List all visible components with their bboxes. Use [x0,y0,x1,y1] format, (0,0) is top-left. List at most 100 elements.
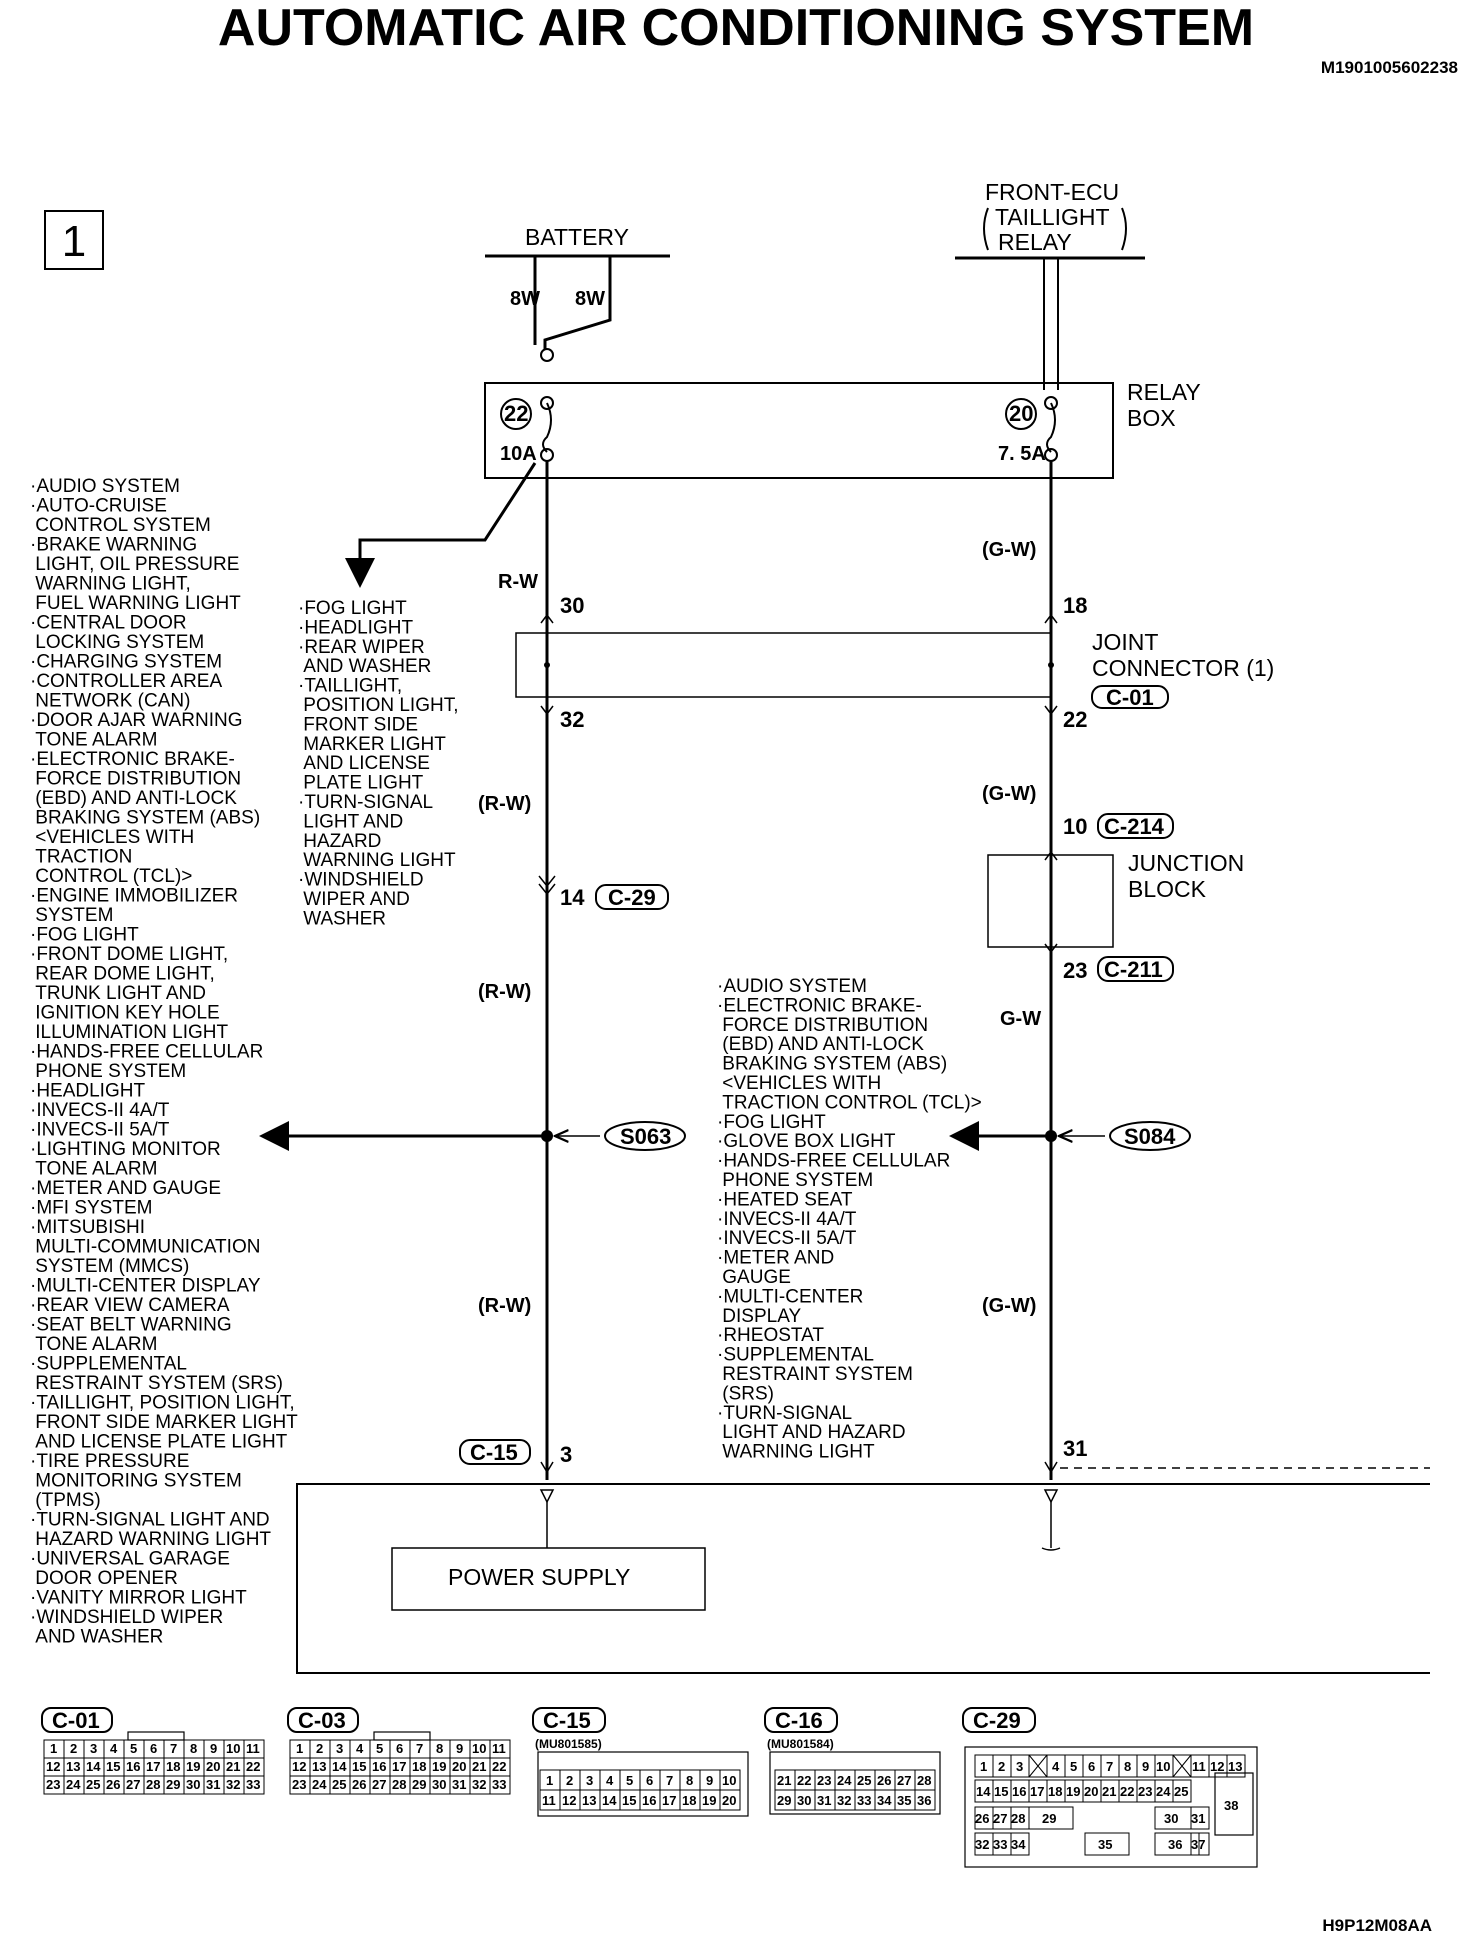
mid_list-line: ·GLOVE BOX LIGHT [717,1131,896,1152]
wire-rw-label-2: (R-W) [478,793,531,815]
connector-pin-number: 7 [416,1741,423,1756]
mid_list-line: ·RHEOSTAT [717,1325,824,1346]
connector-pin-cell [1010,1832,1030,1856]
s084-branch-list: ·AUDIO SYSTEM·ELECTRONIC BRAKE- FORCE DI… [717,976,982,1463]
connector-tag-c29-text: C-29 [608,885,656,910]
connector-code-text: C-01 [52,1708,100,1733]
mid_list-line: TRACTION CONTROL (TCL)> [717,1092,982,1113]
connector-pin-number: 34 [1011,1837,1026,1852]
connector-pin-number: 12 [292,1759,306,1774]
connector-pin-number: 26 [106,1777,120,1792]
mid_list-line: GAUGE [717,1267,791,1288]
connector-pin-number: 30 [186,1777,200,1792]
connector-pin-number: 2 [566,1773,573,1788]
connector-pin-number: 26 [352,1777,366,1792]
wire-gw-label-3: G-W [1000,1008,1041,1030]
left_list-line: DOOR OPENER [30,1568,178,1589]
pin-32: 32 [560,707,584,732]
fog_list-line: WASHER [298,908,386,929]
fog_list-line: ·TURN-SIGNAL [298,792,433,813]
left_list-line: MULTI-COMMUNICATION [30,1237,260,1258]
connector-pin-number: 27 [897,1773,911,1788]
left_list-line: ·TIRE PRESSURE [30,1451,189,1472]
left_list-line: ·AUTO-CRUISE [30,496,167,517]
connector-pin-number: 24 [837,1773,852,1788]
connector-tag-c211-text: C-211 [1104,957,1163,982]
pin-14: 14 [560,885,585,910]
connector-pin-number: 5 [1070,1759,1077,1774]
connector-pin-cell [489,1775,511,1795]
connector-tag-c211 [1097,956,1174,982]
connector-pin-number: 4 [356,1741,364,1756]
left_list-line: ·INVECS-II 4A/T [30,1100,170,1121]
connector-pin-number: 28 [146,1777,160,1792]
left_list-line: SYSTEM [30,905,113,926]
left_list-line: SYSTEM (MMCS) [30,1256,189,1277]
connector-pin-number: 20 [1084,1784,1098,1799]
connector-pin-number: 2 [998,1759,1005,1774]
pin-3: 3 [560,1442,572,1467]
connector-pin-number: 24 [312,1777,327,1792]
mid_list-line: BRAKING SYSTEM (ABS) [717,1054,947,1075]
splice-s063-text: S063 [620,1124,671,1149]
connector-pin-number: 23 [46,1777,60,1792]
connector-pin-cell [1226,1754,1246,1778]
pin-18: 18 [1063,593,1087,618]
s063-branch-list: ·AUDIO SYSTEM·AUTO-CRUISE CONTROL SYSTEM… [30,476,298,1648]
connector-pin-number: 25 [86,1777,100,1792]
connector-pin-number: 16 [642,1793,656,1808]
connector-pin-number: 13 [312,1759,326,1774]
connector-pin-number: 25 [332,1777,346,1792]
fog_list-line: WARNING LIGHT [298,850,456,871]
left_list-line: TONE ALARM [30,1334,157,1355]
connector-pin-number: 17 [392,1759,406,1774]
fog_list-line: AND WASHER [298,656,431,677]
wire-8w-b: 8W [575,288,605,310]
relay-box-label-2: BOX [1127,405,1176,431]
connector-pin-number: 1 [980,1759,987,1774]
connector-pin-number: 22 [797,1773,811,1788]
junction-block-box [987,854,1114,948]
connector-pin-number: 14 [332,1759,347,1774]
connector-pin-number: 33 [246,1777,260,1792]
figure-id: H9P12M08AA [1322,1916,1432,1935]
connector-pin-number: 32 [226,1777,240,1792]
mid_list-line: (SRS) [717,1383,774,1404]
connector-pin-number: 6 [1088,1759,1095,1774]
connector-pin-number: 19 [432,1759,446,1774]
joint-connector-label-1: JOINT [1092,629,1158,655]
left_list-line: ILLUMINATION LIGHT [30,1022,229,1043]
power-supply-label: POWER SUPPLY [448,1564,630,1590]
connector-pin-number: 5 [376,1741,383,1756]
mid_list-line: WARNING LIGHT [717,1442,875,1463]
connector-pin-number: 2 [70,1741,77,1756]
connector-pin-number: 23 [817,1773,831,1788]
connector-pin-number: 27 [993,1811,1007,1826]
joint-connector-label-2: CONNECTOR (1) [1092,655,1274,681]
connector-tag-c214 [1097,813,1174,839]
connector-pin-number: 21 [226,1759,240,1774]
connector-pin-number: 32 [837,1793,851,1808]
connector-pin-number: 14 [86,1759,101,1774]
left_list-line: REAR DOME LIGHT, [30,964,215,985]
left_list-line: WARNING LIGHT, [30,574,191,595]
connector-pin-number: 24 [1156,1784,1171,1799]
connector-pin-number: 18 [1048,1784,1062,1799]
connector-pin-number: 31 [817,1793,831,1808]
wire-rw-label: R-W [498,571,538,593]
left_list-line: ·LIGHTING MONITOR [30,1139,221,1160]
connector-code-tag [41,1707,113,1733]
page-title: AUTOMATIC AIR CONDITIONING SYSTEM [217,0,1255,57]
left_list-line: TRACTION [30,847,132,868]
left_list-line: ·CONTROLLER AREA [30,671,222,692]
fuse-20-rating: 7. 5A [998,443,1046,465]
connector-pin-number: 13 [66,1759,80,1774]
connector-pin-number: 28 [917,1773,931,1788]
connector-pin-number: 18 [166,1759,180,1774]
front-ecu-label: FRONT-ECU [985,179,1119,205]
connector-pin-number: 14 [976,1784,991,1799]
pin-23: 23 [1063,958,1087,983]
connector-pin-number: 4 [1052,1759,1060,1774]
connector-pin-number: 1 [546,1773,553,1788]
